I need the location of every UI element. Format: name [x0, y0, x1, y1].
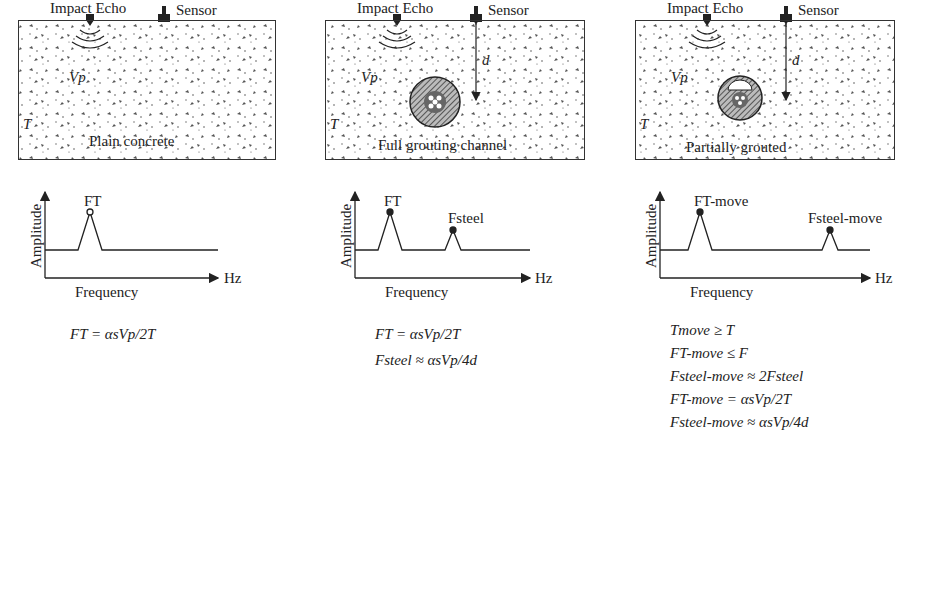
- label: Sensor: [176, 2, 217, 19]
- formula: FT-move ≤ F: [670, 345, 748, 362]
- label: Frequency: [690, 284, 753, 301]
- formula: d: [792, 52, 800, 69]
- block-caption: Full grouting channel: [378, 137, 507, 154]
- label: Impact Echo: [50, 0, 126, 17]
- label: Impact Echo: [667, 0, 743, 17]
- thickness-label: T: [23, 116, 31, 133]
- label: Hz: [875, 270, 893, 287]
- axis-title: Amplitude: [28, 204, 45, 268]
- label: Sensor: [798, 2, 839, 19]
- block-caption: Partially grouted: [686, 139, 786, 156]
- concrete-block: VpT Partially grouted: [635, 20, 895, 160]
- label: Frequency: [385, 284, 448, 301]
- label: Sensor: [488, 2, 529, 19]
- concrete-blocks: [18, 20, 895, 160]
- label: Frequency: [75, 284, 138, 301]
- formula: d: [482, 52, 490, 69]
- block-caption: Plain concrete: [89, 133, 174, 150]
- concrete-block: VpT Full grouting channel: [325, 20, 585, 160]
- label: Hz: [535, 270, 553, 287]
- label: Hz: [224, 270, 242, 287]
- label: Fsteel: [448, 210, 484, 227]
- label: Fsteel-move: [808, 210, 882, 227]
- wave-arcs: [72, 30, 725, 48]
- thickness-label: T: [640, 116, 648, 133]
- label: FT: [84, 193, 102, 210]
- formula: Fsteel-move ≈ αsVp/4d: [670, 414, 809, 431]
- label: FT: [384, 193, 402, 210]
- formula: Fsteel ≈ αsVp/4d: [375, 352, 477, 369]
- label: Impact Echo: [357, 0, 433, 17]
- depth-arrows: [476, 24, 786, 100]
- formula: Fsteel-move ≈ 2Fsteel: [670, 368, 803, 385]
- formula: FT = αsVp/2T: [70, 326, 155, 343]
- axis-title: Amplitude: [643, 204, 660, 268]
- concrete-block: VpT Plain concrete: [18, 20, 276, 160]
- wave-velocity: Vp: [671, 69, 688, 86]
- spectrum-charts: [45, 192, 870, 278]
- formula: FT = αsVp/2T: [375, 326, 460, 343]
- label: FT-move: [694, 193, 748, 210]
- formula: FT-move = αsVp/2T: [670, 391, 791, 408]
- wave-velocity: Vp: [361, 69, 378, 86]
- thickness-label: T: [330, 116, 338, 133]
- grouting-ducts: [410, 76, 762, 127]
- formula: Tmove ≥ T: [670, 322, 734, 339]
- axis-title: Amplitude: [338, 204, 355, 268]
- wave-velocity: Vp: [69, 69, 86, 86]
